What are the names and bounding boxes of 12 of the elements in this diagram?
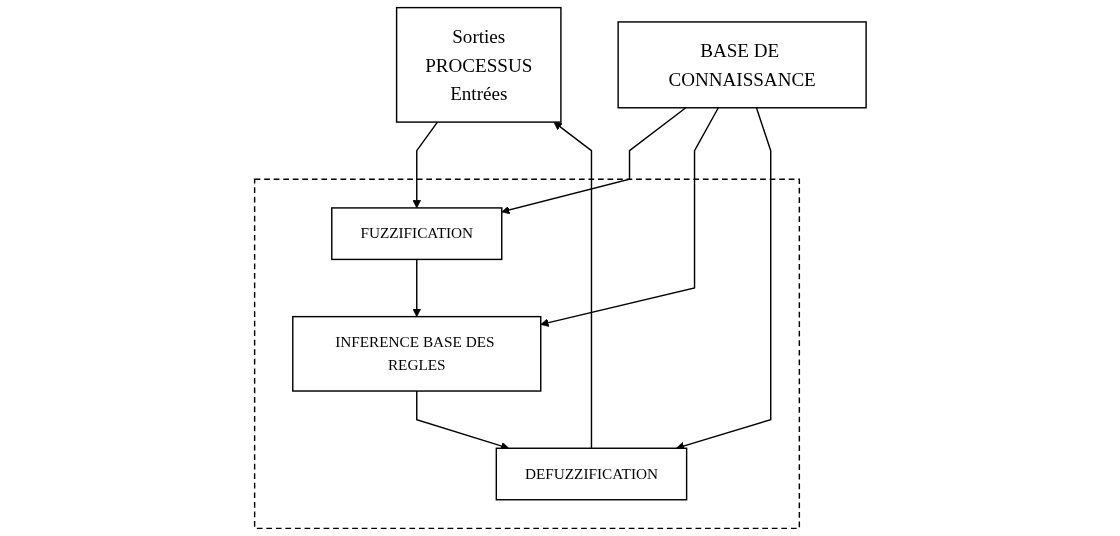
arrow (412, 258, 421, 317)
cluster (253, 178, 800, 530)
node-box: INFERENCE BASE DES REGLES (291, 315, 542, 392)
arrow (415, 390, 509, 450)
node-box: BASE DE CONNAISSANCE (617, 21, 867, 109)
arrow (412, 121, 438, 209)
node-box: Sorties PROCESSUS Entrées (395, 6, 562, 123)
arrow (553, 121, 592, 449)
node-box: FUZZIFICATION (330, 207, 503, 261)
arrow (540, 107, 719, 327)
arrow (501, 107, 687, 215)
node-box: DEFUZZIFICATION (495, 447, 687, 501)
